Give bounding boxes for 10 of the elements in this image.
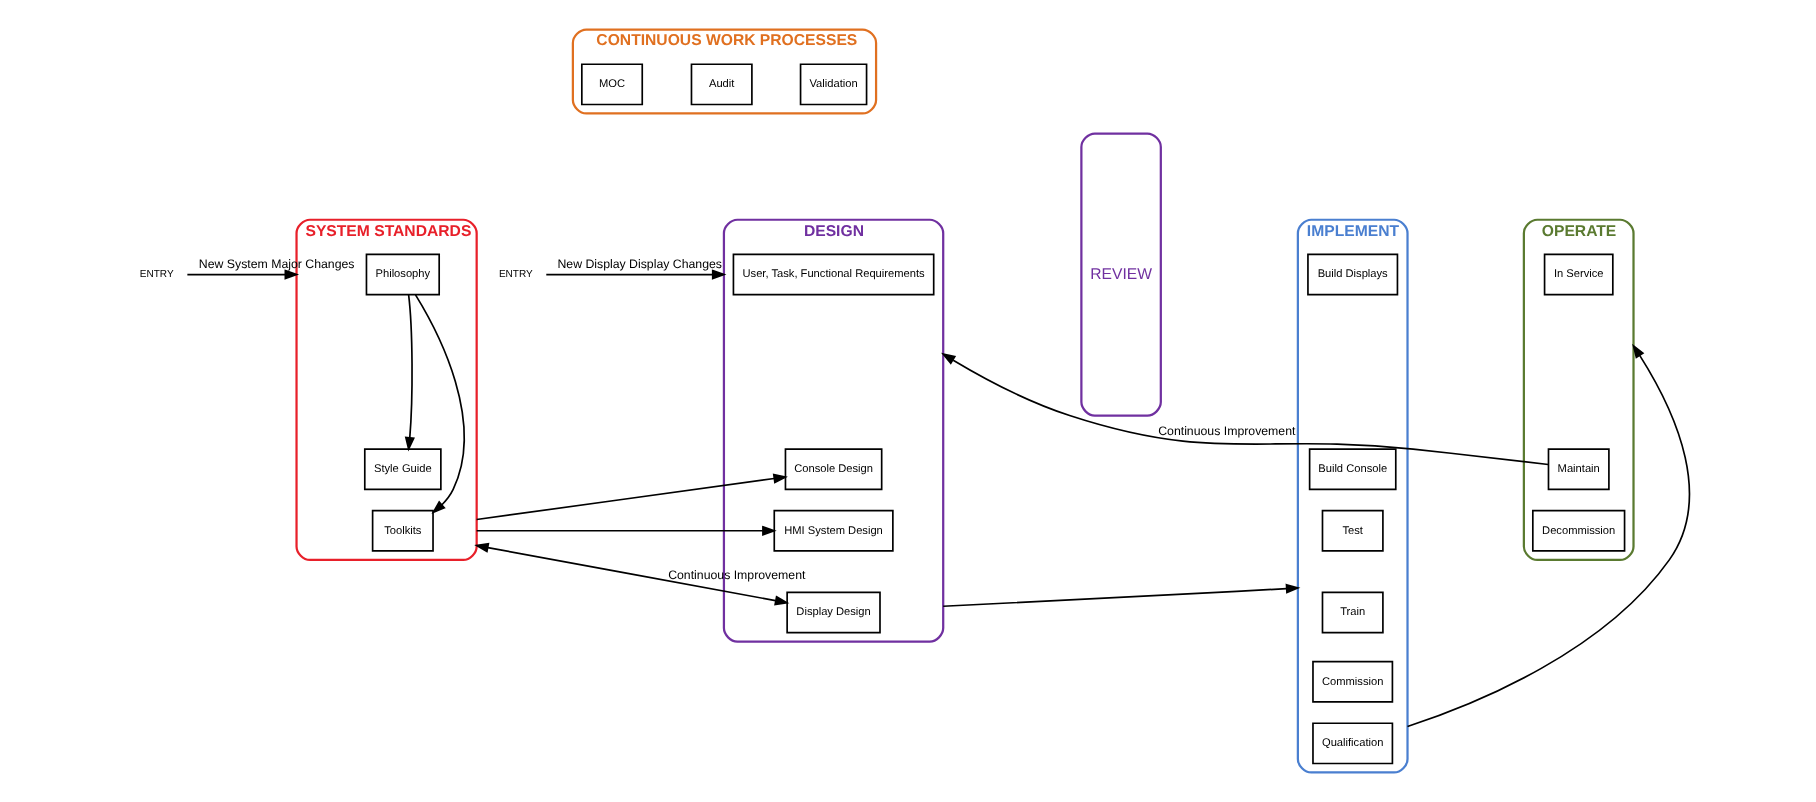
arrow	[475, 525, 777, 536]
arrow	[1406, 343, 1691, 728]
arrow	[942, 583, 1301, 608]
arrow	[941, 352, 1550, 466]
arrow	[474, 542, 790, 606]
arrow	[404, 294, 415, 452]
arrow	[475, 473, 788, 521]
arrow	[186, 269, 300, 280]
arrow	[414, 294, 466, 514]
arrow	[545, 269, 727, 280]
